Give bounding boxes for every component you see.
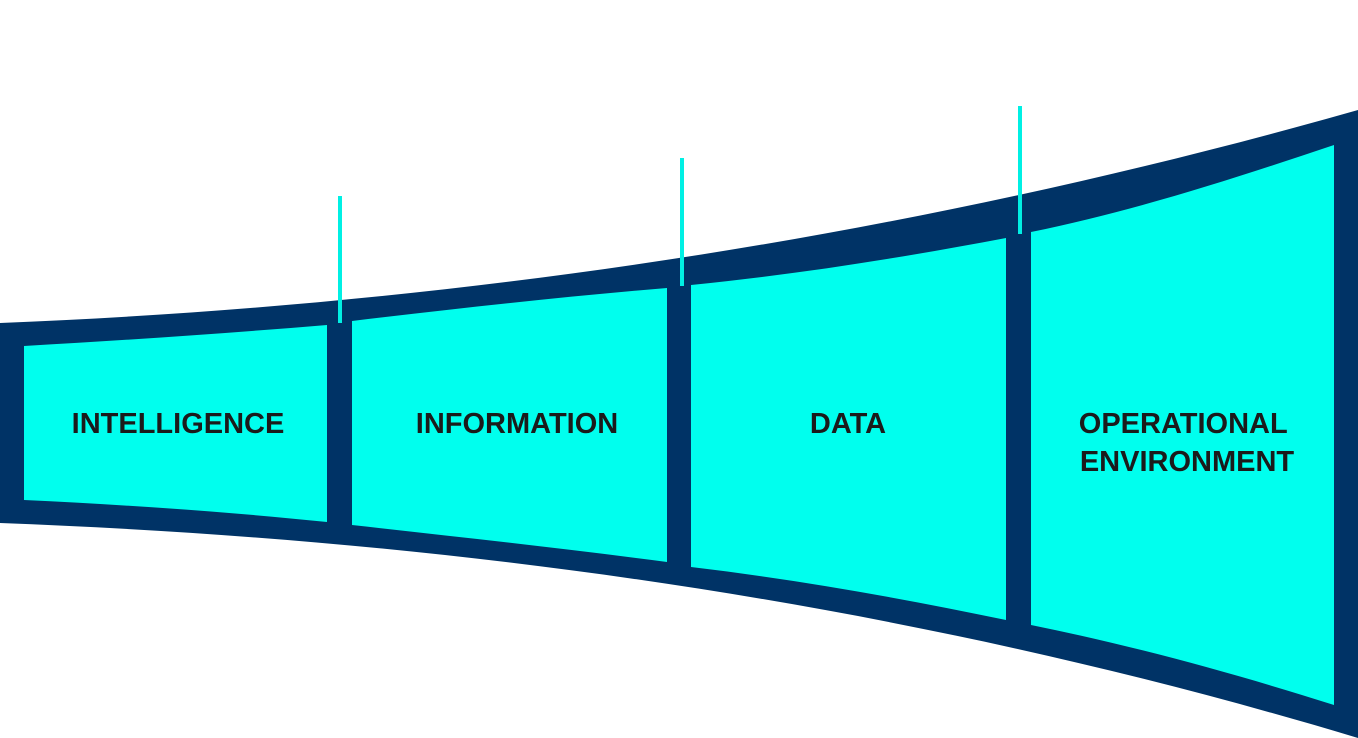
stage-label-data: DATA [810, 408, 886, 440]
stage-panel-intelligence [24, 325, 327, 522]
stage-label-operational-environment: OPERATIONAL ENVIRONMENT [1079, 408, 1295, 478]
divider-tick-3 [1018, 106, 1022, 234]
stage-label-intelligence: INTELLIGENCE [72, 408, 285, 440]
stage-label-information: INFORMATION [416, 408, 618, 440]
divider-tick-1 [338, 196, 342, 323]
divider-tick-2 [680, 158, 684, 286]
stage-panel-data [691, 238, 1006, 620]
stage-panel-information [352, 288, 667, 562]
funnel-frame [0, 110, 1358, 738]
stage-panel-operational-environment [1031, 145, 1334, 705]
